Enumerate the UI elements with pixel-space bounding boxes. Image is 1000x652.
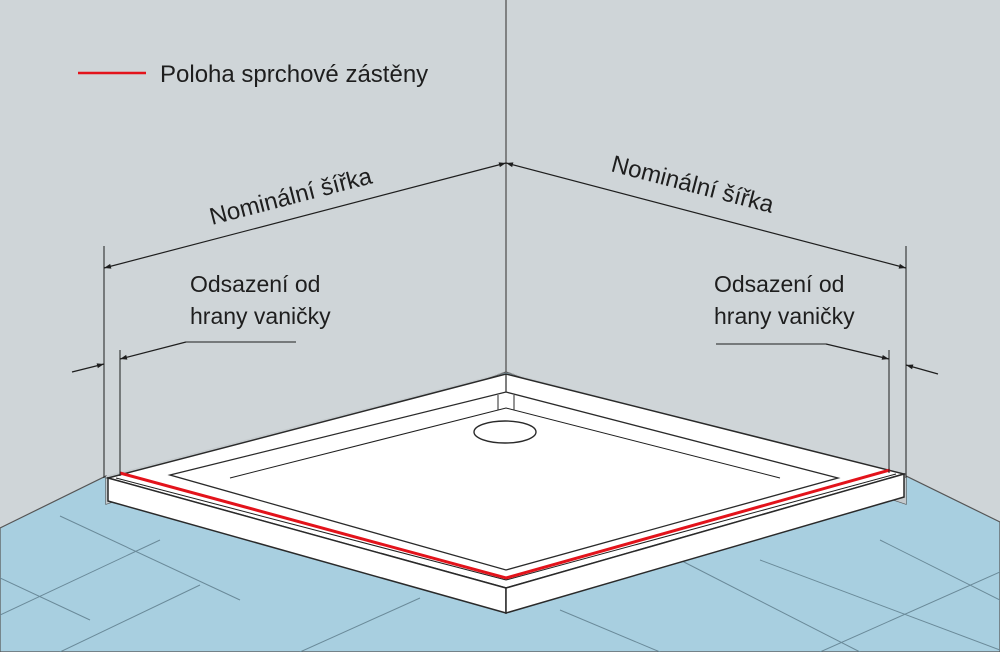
offset-label-left-line2: hrany vaničky (190, 303, 331, 329)
offset-arrow-right-inner (825, 343, 890, 360)
offset-arrow-left-inner (119, 341, 187, 360)
nominal-width-dimension-right (505, 162, 907, 269)
nominal-width-dimension-left (103, 162, 507, 269)
tray-front-right-face (505, 473, 905, 614)
offset-arrow-left-outer (71, 363, 105, 373)
drain (473, 420, 537, 444)
tray-rim-edge (115, 473, 897, 581)
legend-label: Poloha sprchové zástěny (160, 61, 428, 88)
offset-label-left-line1: Odsazení od (190, 271, 320, 297)
tray-basin (167, 391, 841, 571)
offset-label-right-line1: Odsazení od (714, 271, 844, 297)
screen-position-line (119, 468, 891, 580)
offset-label-right-line2: hrany vaničky (714, 303, 855, 329)
floor-tile-grid (0, 515, 1000, 652)
tray-basin-inner-edge (229, 407, 781, 479)
offset-arrow-right-outer (905, 364, 939, 375)
